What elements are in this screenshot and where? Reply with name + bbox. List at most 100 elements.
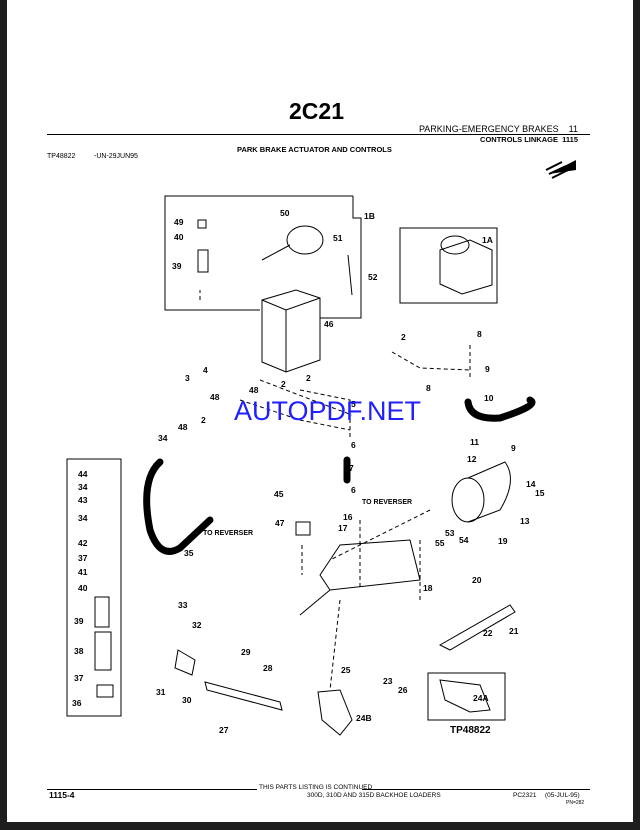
callout-12: 12 — [467, 454, 477, 464]
callout-39: 39 — [74, 616, 84, 626]
callout-34: 34 — [78, 513, 88, 523]
callout-2: 2 — [306, 373, 311, 383]
callout-28: 28 — [263, 663, 273, 673]
callout-21: 21 — [509, 626, 519, 636]
subsection-name: CONTROLS LINKAGE — [480, 135, 558, 144]
callout-50: 50 — [280, 208, 290, 218]
callout-to-reverser: TO REVERSER — [362, 499, 412, 506]
callout-48: 48 — [249, 385, 259, 395]
callout-33: 33 — [178, 600, 188, 610]
callout-10: 10 — [484, 393, 494, 403]
header-rule — [47, 134, 590, 135]
callout-6: 6 — [351, 440, 356, 450]
section-number: 11 — [568, 124, 578, 134]
callout-52: 52 — [368, 272, 378, 282]
callout-53: 53 — [445, 528, 455, 538]
continued-note: THIS PARTS LISTING IS CONTINUED — [259, 784, 373, 791]
callout-26: 26 — [398, 685, 408, 695]
callout-24a: 24A — [473, 693, 489, 703]
callout-4: 4 — [203, 365, 208, 375]
callout-34: 34 — [158, 433, 168, 443]
callout-2: 2 — [201, 415, 206, 425]
callout-44: 44 — [78, 469, 88, 479]
callout-6: 6 — [351, 485, 356, 495]
callout-49: 49 — [174, 217, 184, 227]
footer-date: (05-JUL-95) — [545, 792, 580, 799]
callout-16: 16 — [343, 512, 353, 522]
callout-19: 19 — [498, 536, 508, 546]
callout-30: 30 — [182, 695, 192, 705]
subsection-number: 1115 — [562, 135, 578, 144]
page-code: 2C21 — [289, 98, 344, 124]
callout-35: 35 — [184, 548, 194, 558]
callout-1a: 1A — [482, 235, 493, 245]
callout-18: 18 — [423, 583, 433, 593]
callout-27: 27 — [219, 725, 229, 735]
figure-label: TP48822 — [450, 725, 491, 736]
callout-to-reverser: TO REVERSER — [203, 530, 253, 537]
callout-34: 34 — [78, 482, 88, 492]
callout-40: 40 — [174, 232, 184, 242]
callout-42: 42 — [78, 538, 88, 548]
callout-23: 23 — [383, 676, 393, 686]
callout-32: 32 — [192, 620, 202, 630]
callout-15: 15 — [535, 488, 545, 498]
catalog-number: PC2321 — [513, 792, 537, 799]
callout-54: 54 — [459, 535, 469, 545]
catalog-page: 2C21 PARKING-EMERGENCY BRAKES 11 CONTROL… — [7, 0, 633, 822]
callout-51: 51 — [333, 233, 343, 243]
illustration-date: -UN-29JUN95 — [94, 153, 138, 160]
callout-48: 48 — [210, 392, 220, 402]
callout-7: 7 — [349, 463, 354, 473]
page-number: 1115-4 — [49, 790, 75, 800]
section-heading: PARKING-EMERGENCY BRAKES 11 — [419, 124, 578, 134]
pn-code: PN=282 — [566, 800, 585, 806]
callout-9: 9 — [511, 443, 516, 453]
callout-37: 37 — [78, 553, 88, 563]
callout-38: 38 — [74, 646, 84, 656]
callout-8: 8 — [477, 329, 482, 339]
callout-9: 9 — [485, 364, 490, 374]
callout-1b: 1B — [364, 211, 375, 221]
frames — [66, 195, 506, 721]
page-title: PARK BRAKE ACTUATOR AND CONTROLS — [237, 145, 392, 154]
callout-2: 2 — [401, 332, 406, 342]
callout-29: 29 — [241, 647, 251, 657]
callout-40: 40 — [78, 583, 88, 593]
callout-48: 48 — [178, 422, 188, 432]
callout-5: 5 — [351, 399, 356, 409]
callout-55: 55 — [435, 538, 445, 548]
callout-11: 11 — [470, 437, 479, 447]
callout-39: 39 — [172, 261, 182, 271]
watermark: AUTOPDF.NET — [234, 396, 422, 426]
callout-43: 43 — [78, 495, 88, 505]
front-arrow-icon — [545, 160, 576, 179]
footer-rule-left — [47, 789, 257, 790]
section-name: PARKING-EMERGENCY BRAKES — [418, 124, 559, 134]
callout-46: 46 — [324, 319, 334, 329]
callout-17: 17 — [338, 523, 348, 533]
callout-14: 14 — [526, 479, 536, 489]
callout-3: 3 — [185, 373, 190, 383]
callout-22: 22 — [483, 628, 493, 638]
callout-41: 41 — [78, 567, 88, 577]
callout-45: 45 — [274, 489, 284, 499]
callout-24b: 24B — [356, 713, 372, 723]
callout-36: 36 — [72, 698, 82, 708]
callout-20: 20 — [472, 575, 482, 585]
callout-37: 37 — [74, 673, 84, 683]
callout-47: 47 — [275, 518, 285, 528]
parts-drawings — [94, 219, 516, 736]
footer-rule-right — [362, 789, 590, 790]
callout-13: 13 — [520, 516, 530, 526]
callout-31: 31 — [156, 687, 166, 697]
callout-8: 8 — [426, 383, 431, 393]
subsection-heading: CONTROLS LINKAGE 1115 — [480, 135, 578, 144]
model-list: 300D, 310D AND 315D BACKHOE LOADERS — [307, 792, 441, 799]
callout-2: 2 — [281, 379, 286, 389]
illustration-id: TP48822 — [47, 153, 76, 160]
hoses — [143, 396, 536, 555]
callout-25: 25 — [341, 665, 351, 675]
